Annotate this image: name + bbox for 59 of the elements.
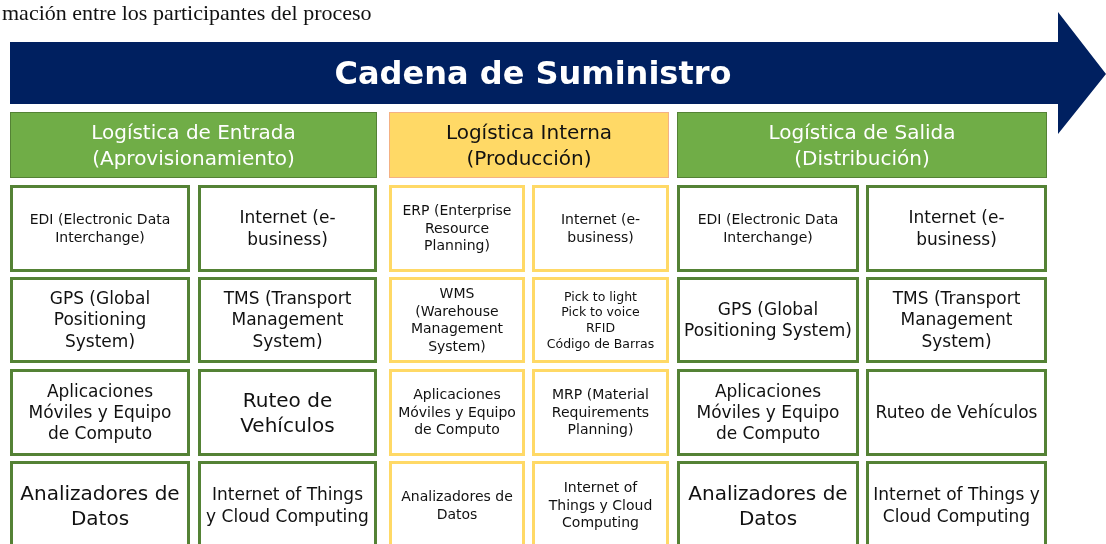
tool-card <box>532 185 669 272</box>
banner-title: Cadena de Suministro <box>334 53 732 93</box>
list-item: Código de Barras <box>546 335 655 352</box>
tool-card <box>389 369 525 456</box>
tool-card <box>532 277 669 363</box>
header-text: Logística de Salida (Distribución) <box>767 119 957 171</box>
stage-header <box>10 112 377 178</box>
tool-card <box>10 369 190 456</box>
card-text: WMS (Warehouse Management System) <box>409 285 505 355</box>
tool-card <box>866 277 1047 363</box>
card-text: ERP (Enterprise Resource Planning) <box>401 202 513 255</box>
tool-card <box>677 185 859 272</box>
card-text: GPS (Global Positioning System) <box>48 288 152 352</box>
card-text: TMS (Transport Management System) <box>222 288 353 352</box>
tool-card <box>866 185 1047 272</box>
card-text: Internet of Things y Cloud Computing <box>547 479 654 532</box>
card-text: Internet of Things y Cloud Computing <box>873 484 1040 527</box>
tool-card <box>677 369 859 456</box>
header-text: Logística Interna (Producción) <box>444 119 614 171</box>
tool-card <box>10 277 190 363</box>
card-text: EDI (Electronic Data Interchange) <box>28 211 172 246</box>
card-text: Aplicaciones Móviles y Equipo de Computo <box>27 380 173 445</box>
tool-card <box>677 277 859 363</box>
tool-card <box>389 277 525 363</box>
card-text: GPS (Global Positioning System) <box>684 298 852 342</box>
card-text: Aplicaciones Móviles y Equipo de Computo <box>397 386 517 439</box>
header-text: Logística de Entrada (Aprovisionamiento) <box>90 119 297 171</box>
tool-card <box>866 461 1047 544</box>
tool-card <box>866 369 1047 456</box>
caption-text: mación entre los participantes del proceso <box>2 0 372 26</box>
card-text: Internet of Things y Cloud Computing <box>205 484 370 527</box>
tool-card <box>677 461 859 544</box>
list-item: Pick to voice <box>561 304 640 320</box>
card-text: Internet (e-business) <box>907 207 1006 250</box>
tool-card <box>532 369 669 456</box>
card-text: Analizadores de Datos <box>19 480 181 531</box>
card-text: Ruteo de Vehículos <box>875 401 1038 424</box>
card-text: Internet (e-business) <box>559 211 642 246</box>
tool-card <box>198 369 377 456</box>
card-text: Analizadores de Datos <box>687 480 849 531</box>
list-item: RFID <box>585 320 616 336</box>
tool-card <box>198 277 377 363</box>
card-text: EDI (Electronic Data Interchange) <box>696 211 840 246</box>
tool-card <box>532 461 669 544</box>
stage-header <box>677 112 1047 178</box>
tool-card <box>198 185 377 272</box>
card-text: TMS (Transport Management System) <box>891 288 1022 352</box>
card-text: MRP (Material Requirements Planning) <box>550 386 651 439</box>
tool-card <box>389 461 525 544</box>
tool-card <box>10 185 190 272</box>
card-text: Aplicaciones Móviles y Equipo de Computo <box>695 380 841 445</box>
stage-header <box>389 112 669 178</box>
list-item: Pick to light <box>563 288 637 305</box>
card-text: Ruteo de Vehículos <box>239 387 336 438</box>
tool-card <box>198 461 377 544</box>
tool-card <box>10 461 190 544</box>
tool-card <box>389 185 525 272</box>
card-text: Internet (e-business) <box>238 207 337 250</box>
card-text: Analizadores de Datos <box>400 488 514 523</box>
